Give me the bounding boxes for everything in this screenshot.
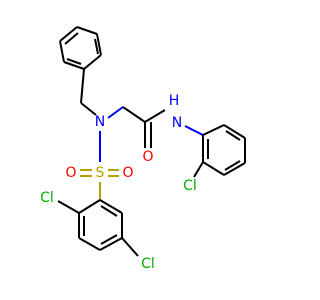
bond [63,61,85,70]
atom-s: S [96,165,105,181]
bond-c-nh [144,109,166,123]
bond [76,26,98,35]
bond-ring-cl [193,161,204,178]
molecule-diagram: N O H N Cl S O O [40,26,246,272]
bond [64,32,79,45]
atom-n-sulfonamide: N [95,114,105,130]
bond [202,161,225,176]
atom-o-carbonyl: O [142,149,153,165]
bond [202,124,225,136]
bond [59,26,78,42]
bond [99,237,123,251]
structure-svg: N O H N Cl S O O [40,26,246,272]
bond [100,205,118,217]
dichlorophenyl-ring [78,199,123,251]
bond-benzyl-ch2 [80,68,85,104]
bond [83,54,102,70]
bond [78,199,101,214]
bond-n-ch2 [107,106,124,119]
atom-cl-anilide: Cl [183,178,197,194]
bond [224,160,241,171]
bond [100,234,118,245]
atom-h-amide: H [169,93,180,109]
atom-o-s-left: O [65,165,76,181]
bond [223,162,246,176]
bond-n-aryl [184,125,204,136]
bond [66,58,82,65]
chlorophenyl-ring [202,124,246,176]
bond [225,130,241,141]
atom-cl-ring-5: Cl [141,256,155,272]
bond-ring-cl-2 [57,200,80,214]
benzyl-ring [59,26,102,70]
bond [96,33,102,56]
bond [59,40,65,63]
atom-cl-ring-2: Cl [40,190,54,206]
atom-n-amide: N [172,115,182,131]
atom-o-s-right: O [122,165,133,181]
bond [99,199,123,214]
bond [78,237,101,251]
bond-ch2-n [80,102,97,116]
bond-ring-cl-5 [121,237,139,257]
bond [223,124,246,139]
bond [94,38,99,55]
bond-ch2-c [122,106,146,123]
